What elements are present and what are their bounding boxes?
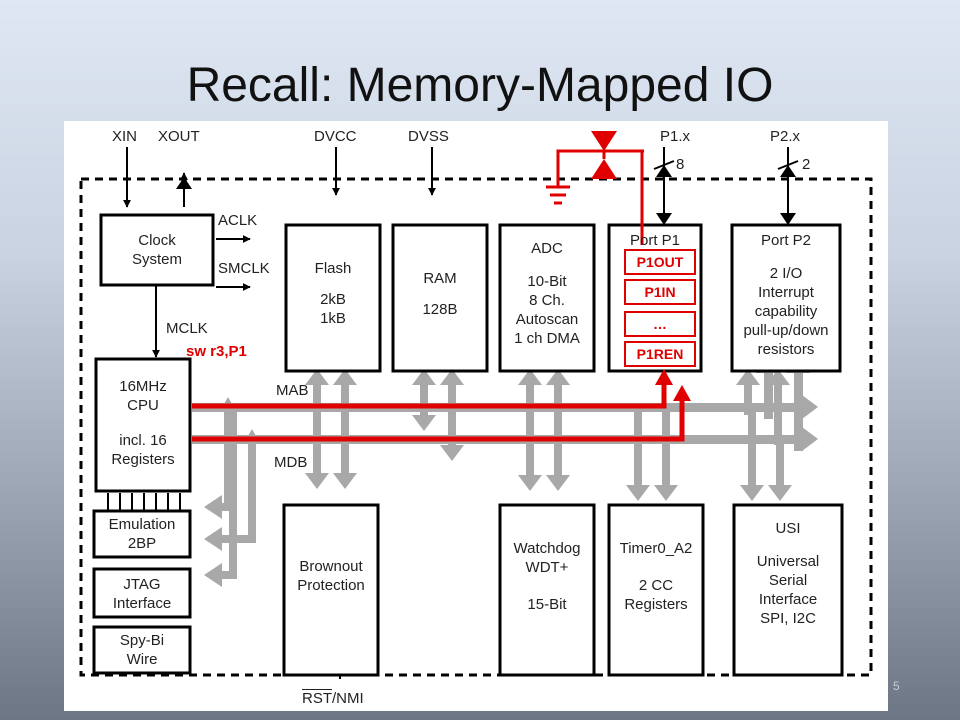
nmi-label: NMI [336,690,364,707]
instruction-annotation: sw r3,P1 [186,343,247,360]
watchdog-box [498,503,596,677]
aclk-label: ACLK [218,212,258,229]
register-p1out: P1OUT [624,249,696,275]
cpu-box [94,357,192,493]
usi-box [732,503,844,677]
red-highlight-paths [192,131,691,442]
p2x-label: P2.x [770,128,801,145]
brownout-box [282,503,380,677]
rst-nmi-label: RST/NMI [302,690,364,707]
mdb-label: MDB [274,454,308,471]
flash-box [284,223,382,373]
port-p1-text: Port P1 [629,232,681,249]
p1-width-label: 8 [676,156,685,173]
spybi-box [92,625,192,675]
xout-label: XOUT [158,128,200,145]
clock-system-box [99,213,215,287]
register-p1ren: P1REN [624,341,696,367]
ram-box [391,223,489,373]
timer-box [607,503,705,677]
register-p1in: P1IN [624,279,696,305]
register-ellipsis: … [624,311,696,337]
jtag-box [92,567,192,619]
port-p2-box [730,223,842,373]
diagram-graphics [79,131,873,679]
mclk-label: MCLK [166,320,208,337]
mab-label: MAB [276,382,309,399]
dvss-label: DVSS [408,128,449,145]
xin-label: XIN [112,128,138,145]
p1x-label: P1.x [660,128,691,145]
rst-overbar-label: RST [302,690,332,707]
adc-box [498,223,596,373]
emulation-box [92,509,192,559]
chip-boundary [79,177,873,677]
slide-title: Recall: Memory-Mapped IO [186,59,774,112]
msp430-block-diagram: XIN XOUT DVCC DVSS P1.x 8 P2.x 2 ACLK SM… [64,121,888,711]
smclk-label: SMCLK [218,260,270,277]
dvcc-label: DVCC [314,128,357,145]
p2-width-label: 2 [802,156,811,173]
slide-number: 5 [893,679,900,693]
